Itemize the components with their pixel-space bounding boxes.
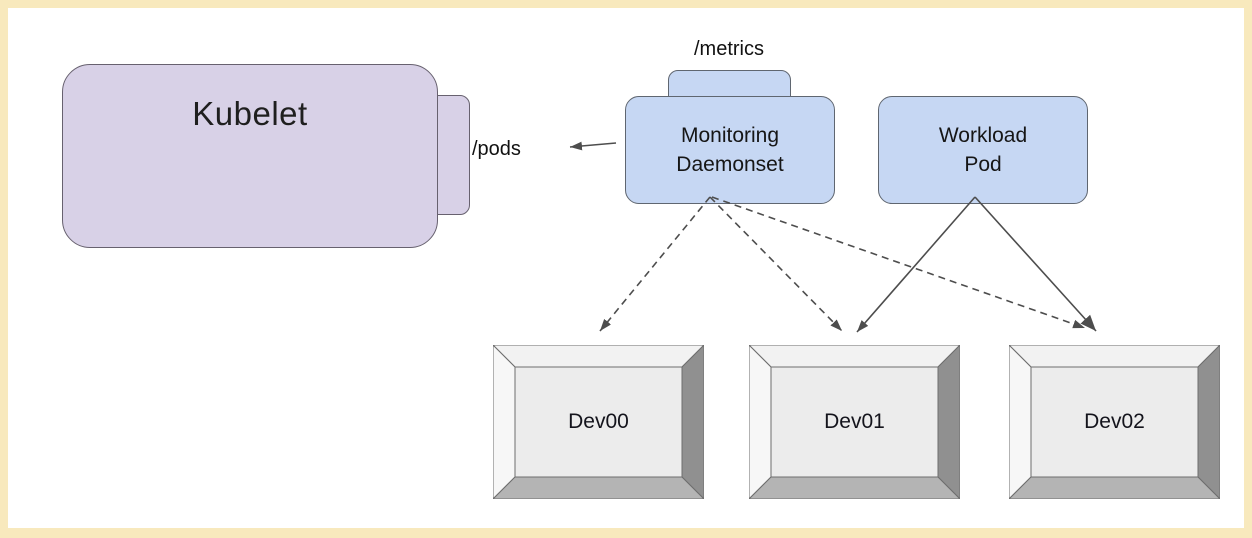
device-node-dev02: Dev02 — [1009, 345, 1220, 499]
device-label: Dev02 — [1084, 410, 1145, 433]
diagram-canvas: Kubelet /pods /metrics Monitoring Daemon… — [8, 8, 1244, 528]
bevel-box-icon — [493, 345, 704, 499]
device-label: Dev00 — [568, 410, 629, 433]
workload-pod-node: Workload Pod — [878, 96, 1088, 204]
kubelet-label: Kubelet — [192, 95, 308, 132]
device-label: Dev01 — [824, 410, 885, 433]
pods-endpoint-label: /pods — [472, 138, 521, 160]
kubelet-node: Kubelet — [62, 64, 438, 248]
workload-pod-label-line1: Workload — [938, 124, 1028, 147]
monitoring-daemonset-label-line1: Monitoring — [680, 124, 780, 147]
bevel-box-icon — [1009, 345, 1220, 499]
metrics-endpoint-label: /metrics — [694, 38, 764, 60]
workload-pod-label-line2: Pod — [964, 153, 1002, 176]
device-node-dev00: Dev00 — [493, 345, 704, 499]
bevel-box-icon — [749, 345, 960, 499]
monitoring-daemonset-label-line2: Daemonset — [676, 153, 784, 176]
device-node-dev01: Dev01 — [749, 345, 960, 499]
monitoring-daemonset-node: Monitoring Daemonset — [625, 96, 835, 204]
